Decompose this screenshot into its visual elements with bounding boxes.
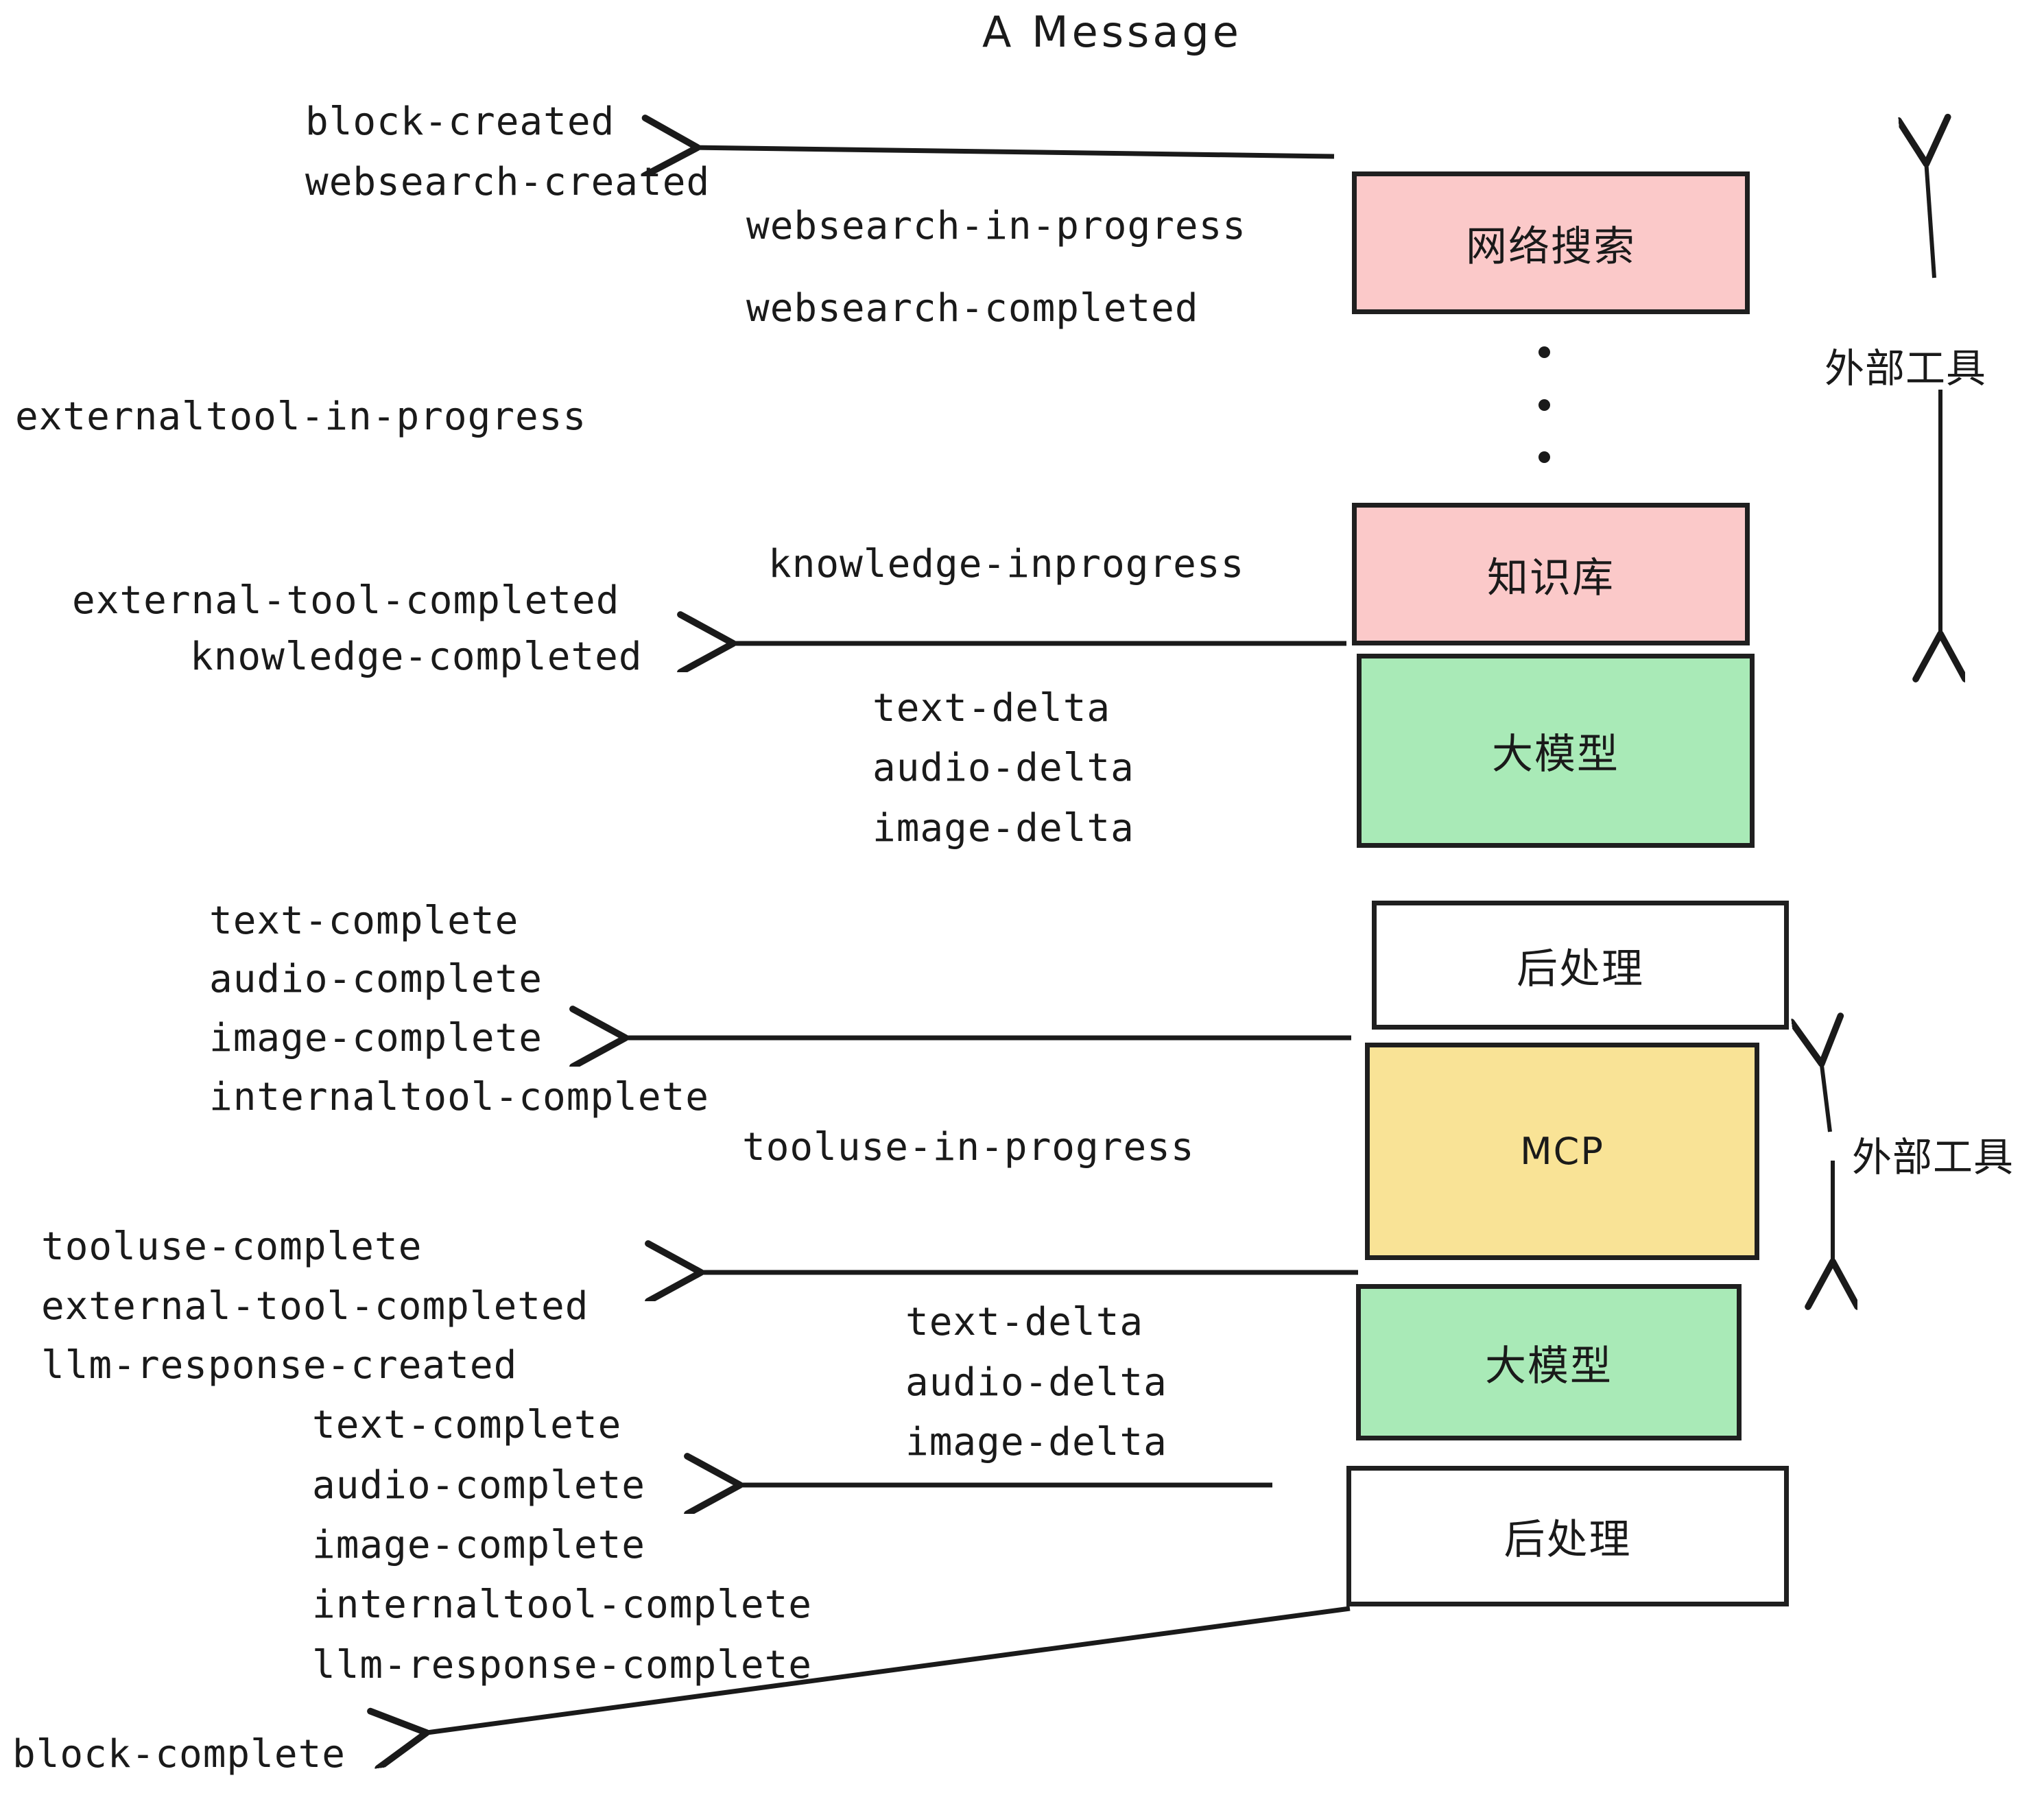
- arrow-websearch-created: [693, 147, 1335, 156]
- event-label-websearch-completed: websearch-completed: [746, 286, 1199, 331]
- node-llm-first[interactable]: 大模型: [1357, 654, 1755, 848]
- node-label: 大模型: [1492, 731, 1619, 779]
- ellipsis-dot: [1538, 451, 1550, 463]
- event-label-block-complete: block-complete: [12, 1732, 346, 1777]
- node-label: 网络搜索: [1466, 222, 1636, 271]
- event-label-knowledge-completed: knowledge-completed: [190, 634, 643, 679]
- arrow-external-tools-bottom-up: [1821, 1060, 1830, 1132]
- event-label-block-created: block-created: [305, 99, 615, 144]
- event-label-websearch-created: websearch-created: [305, 160, 711, 204]
- side-label-external-tools-top: 外部工具: [1825, 345, 1987, 392]
- side-label-external-tools-bottom: 外部工具: [1852, 1134, 2015, 1180]
- node-llm-second[interactable]: 大模型: [1356, 1284, 1742, 1440]
- event-label-internaltool-complete-2: internaltool-complete: [312, 1582, 813, 1627]
- ellipsis-dot: [1538, 346, 1550, 358]
- event-label-image-delta-1: image-delta: [872, 806, 1134, 851]
- node-websearch[interactable]: 网络搜索: [1352, 171, 1750, 314]
- vertical-ellipsis-icon: [1538, 346, 1550, 463]
- node-label: 后处理: [1504, 1516, 1632, 1564]
- node-postprocess-second[interactable]: 后处理: [1346, 1466, 1789, 1606]
- event-label-tooluse-in-progress: tooluse-in-progress: [742, 1125, 1195, 1170]
- event-label-external-tool-completed-1: external-tool-completed: [72, 578, 620, 623]
- event-label-audio-delta-2: audio-delta: [905, 1360, 1167, 1405]
- event-label-llm-response-complete: llm-response-complete: [312, 1643, 813, 1687]
- event-label-text-complete-1: text-complete: [209, 899, 519, 943]
- node-label: MCP: [1520, 1130, 1604, 1173]
- event-label-audio-delta-1: audio-delta: [872, 746, 1134, 790]
- event-label-text-delta-2: text-delta: [905, 1300, 1144, 1344]
- node-postprocess-first[interactable]: 后处理: [1372, 901, 1789, 1030]
- event-label-text-complete-2: text-complete: [312, 1403, 622, 1447]
- node-mcp[interactable]: MCP: [1365, 1043, 1759, 1260]
- arrow-external-tools-top-up: [1926, 160, 1934, 278]
- event-label-websearch-in-progress: websearch-in-progress: [746, 204, 1247, 248]
- event-label-externaltool-in-progress: externaltool-in-progress: [15, 394, 587, 439]
- event-label-external-tool-completed-2: external-tool-completed: [41, 1284, 589, 1329]
- node-label: 后处理: [1517, 945, 1644, 993]
- node-label: 大模型: [1485, 1342, 1613, 1390]
- event-label-text-delta-1: text-delta: [872, 686, 1111, 731]
- event-label-image-delta-2: image-delta: [905, 1420, 1167, 1464]
- event-label-knowledge-inprogress: knowledge-inprogress: [768, 542, 1245, 586]
- event-label-internaltool-complete-1: internaltool-complete: [209, 1075, 710, 1119]
- node-label: 知识库: [1487, 554, 1615, 602]
- event-label-tooluse-complete: tooluse-complete: [41, 1224, 423, 1269]
- event-label-image-complete-2: image-complete: [312, 1523, 646, 1567]
- event-label-audio-complete-2: audio-complete: [312, 1463, 646, 1508]
- ellipsis-dot: [1538, 399, 1550, 411]
- event-label-llm-response-created: llm-response-created: [41, 1343, 518, 1388]
- page-title: A Message: [982, 7, 1242, 57]
- event-label-audio-complete-1: audio-complete: [209, 957, 543, 1001]
- event-label-image-complete-1: image-complete: [209, 1016, 543, 1060]
- node-knowledge[interactable]: 知识库: [1352, 503, 1750, 645]
